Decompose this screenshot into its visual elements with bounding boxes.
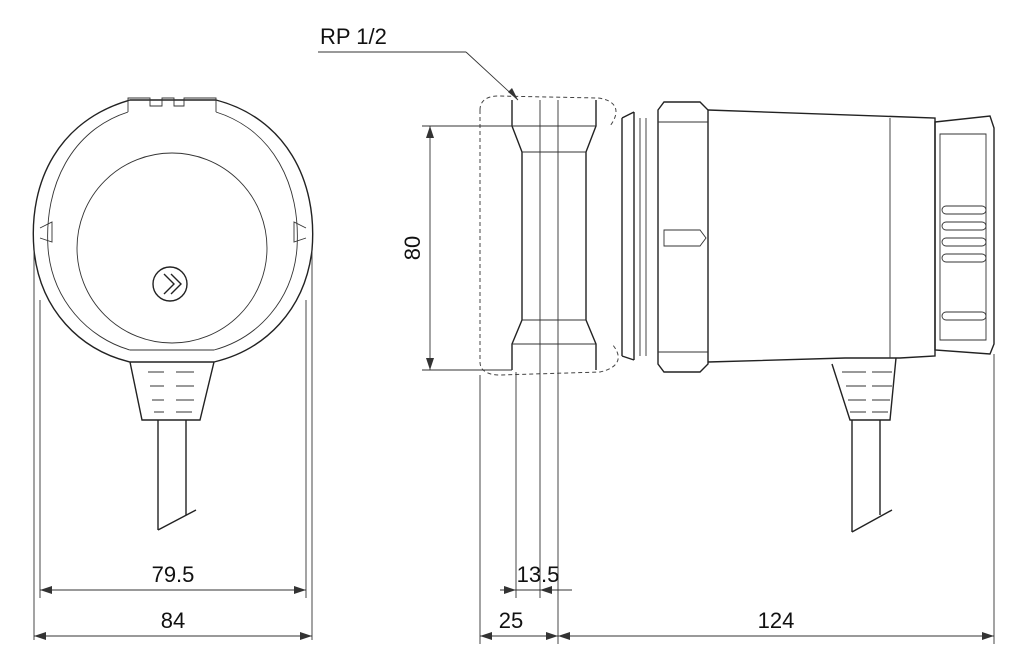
height-dimension	[422, 125, 512, 371]
front-housing-inner	[47, 111, 298, 351]
front-connector	[129, 361, 215, 421]
dim-label-25: 25	[499, 608, 523, 633]
thread-leader	[318, 51, 519, 101]
dim-label-13-5: 13.5	[517, 562, 560, 587]
union-collar-lines	[639, 118, 647, 356]
vent-slots	[941, 205, 987, 321]
hex-nut-lines	[658, 121, 708, 353]
dim-label-79-5: 79.5	[152, 562, 195, 587]
pipe-fitting	[511, 100, 597, 370]
pipe-dashed-outline	[479, 95, 619, 376]
dim-label-80: 80	[400, 236, 425, 260]
side-connector-ribs	[842, 371, 892, 413]
motor-endcap	[934, 115, 995, 355]
front-cable	[157, 420, 197, 531]
thread-label: RP 1/2	[320, 24, 387, 49]
front-display-circle	[76, 152, 268, 344]
motor-endcap-inner	[939, 133, 987, 341]
side-cable	[851, 420, 893, 533]
hex-nut	[657, 101, 709, 373]
front-view	[32, 97, 314, 531]
front-housing-outer	[32, 99, 314, 363]
dim-label-124: 124	[758, 608, 795, 633]
front-dimensions	[33, 250, 313, 640]
rotation-symbol	[152, 266, 188, 302]
front-top-clip	[127, 97, 217, 112]
union-collar	[621, 111, 635, 361]
nut-notch	[663, 229, 707, 247]
front-left-tab	[39, 221, 53, 243]
side-connector	[831, 357, 897, 421]
motor-body	[707, 109, 936, 363]
pipe-fitting-inner	[512, 100, 596, 370]
chevron-right-icon	[163, 273, 182, 295]
dim-label-84: 84	[161, 608, 185, 633]
front-connector-ribs	[148, 371, 194, 413]
front-right-tab	[293, 221, 307, 243]
side-view	[479, 95, 995, 533]
side-dimensions	[479, 354, 995, 644]
